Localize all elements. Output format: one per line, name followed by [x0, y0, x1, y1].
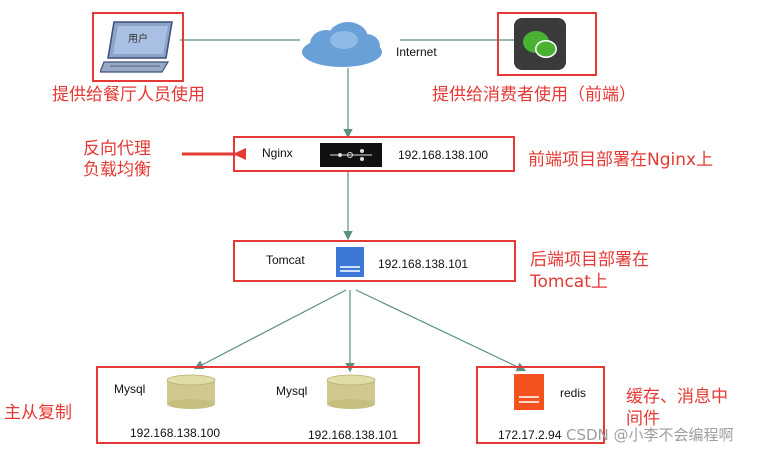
tomcat-note-2: Tomcat上 — [530, 272, 608, 292]
line-tomcat-mysql-master — [193, 289, 347, 370]
tomcat-name: Tomcat — [266, 253, 305, 267]
nginx-name: Nginx — [262, 146, 293, 160]
redis-note-2: 间件 — [626, 409, 660, 429]
nginx-server-icon — [320, 143, 382, 167]
mysql-slave-db-icon — [326, 374, 376, 409]
nginx-side-note-1: 反向代理 — [83, 139, 151, 159]
tomcat-box — [233, 240, 516, 282]
computer-icon — [100, 21, 173, 73]
redis-note-1: 缓存、消息中 — [626, 387, 728, 407]
mysql-slave-ip: 192.168.138.101 — [308, 428, 399, 442]
nginx-side-note-2: 负载均衡 — [83, 160, 151, 180]
tomcat-note-1: 后端项目部署在 — [530, 250, 649, 270]
mysql-master-ip: 192.168.138.100 — [130, 426, 221, 440]
cloud-icon — [302, 22, 382, 67]
pc-caption: 提供给餐厅人员使用 — [52, 85, 205, 105]
nginx-note: 前端项目部署在Nginx上 — [528, 150, 714, 170]
nginx-box — [233, 136, 515, 172]
mysql-master-db-icon — [166, 374, 216, 409]
wechat-icon — [514, 18, 566, 70]
mysql-group-note: 主从复制 — [4, 403, 72, 423]
redis-box — [476, 366, 605, 444]
internet-label: Internet — [396, 45, 437, 59]
wechat-box — [497, 12, 597, 76]
tomcat-ip: 192.168.138.101 — [378, 257, 469, 271]
mysql-group-box — [96, 366, 420, 444]
redis-server-icon — [514, 374, 544, 410]
wechat-caption: 提供给消费者使用（前端） — [432, 85, 636, 105]
redis-name: redis — [560, 386, 587, 400]
nginx-ip: 192.168.138.100 — [398, 148, 489, 162]
redis-ip: 172.17.2.94 — [498, 428, 562, 442]
mysql-slave-name: Mysql — [276, 384, 308, 398]
red-arrowhead — [233, 148, 246, 160]
mysql-master-name: Mysql — [114, 382, 146, 396]
pc-screen-label: 用户 — [128, 34, 148, 45]
pc-box — [92, 12, 184, 82]
tomcat-server-icon — [336, 247, 364, 277]
line-tomcat-redis — [355, 289, 527, 372]
watermark-text: CSDN @小李不会编程啊 — [566, 426, 734, 444]
